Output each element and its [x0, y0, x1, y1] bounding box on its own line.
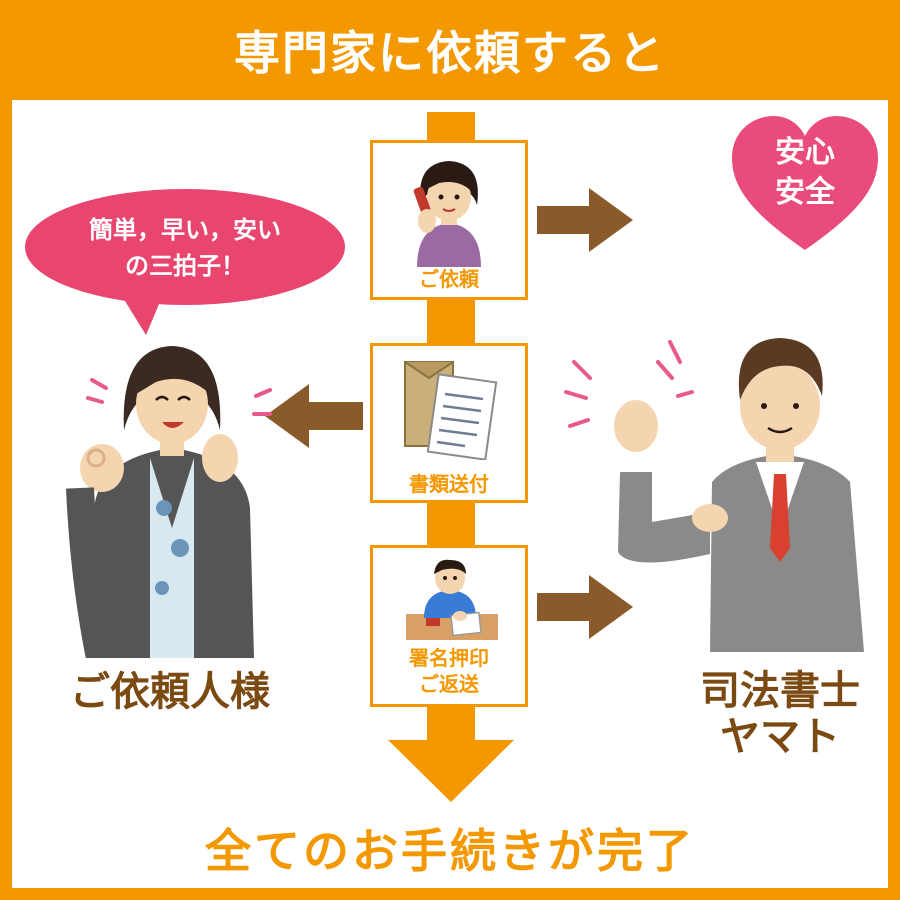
step-documents-label: 書類送付 — [409, 472, 489, 496]
phone-call-woman-icon — [413, 161, 481, 267]
documents-envelope-icon — [404, 361, 498, 460]
signing-boy-icon — [406, 559, 498, 640]
arrow-right-bottom-icon — [537, 575, 633, 639]
arrow-left-middle-icon — [265, 384, 363, 448]
completion-text: 全てのお手続きが完了 — [205, 824, 695, 878]
scrivener-caption-line2: ヤマト — [720, 714, 840, 760]
step-documents-sent: 書類送付 — [370, 343, 528, 503]
scrivener-man-illustration — [564, 338, 864, 652]
bubble-text-line2: の三拍子！ — [125, 252, 245, 280]
header-banner: 専門家に依頼すると — [0, 0, 900, 100]
step-sign-label-line2: ご返送 — [419, 672, 479, 696]
badge-text-line1: 安心 — [775, 135, 835, 170]
scrivener-caption-line1: 司法書士 — [700, 668, 860, 714]
client-woman-illustration — [66, 346, 272, 658]
flow-arrow-down-icon — [388, 740, 514, 802]
step-request: ご依頼 — [370, 140, 528, 300]
speech-bubble — [25, 189, 345, 335]
arrow-right-top-icon — [537, 188, 633, 252]
step-request-label: ご依頼 — [419, 267, 479, 291]
badge-text-line2: 安全 — [775, 175, 835, 210]
step-sign-return: 署名押印 ご返送 — [370, 545, 528, 707]
page-title: 専門家に依頼すると — [234, 26, 666, 80]
heart-badge-icon — [732, 116, 878, 250]
step-sign-label-line1: 署名押印 — [409, 646, 489, 670]
client-caption: ご依頼人様 — [70, 669, 270, 715]
bubble-text-line1: 簡単，早い，安い — [89, 216, 281, 244]
